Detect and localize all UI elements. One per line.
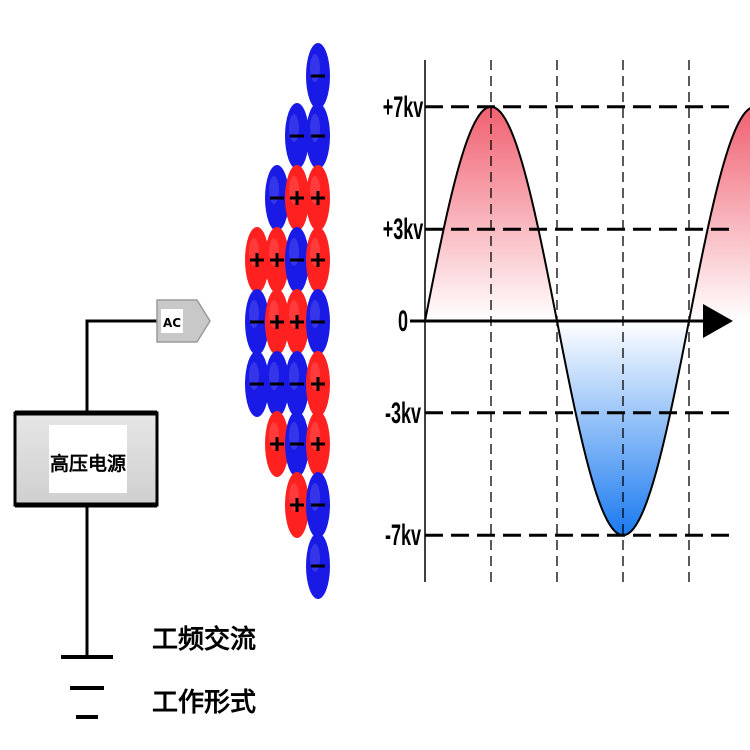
negative-charge xyxy=(285,227,309,293)
ac-tag: AC xyxy=(156,299,211,343)
arrow-right-icon xyxy=(703,304,733,338)
negative-charge xyxy=(265,351,289,417)
negative-charge xyxy=(265,165,289,231)
y-tick-label: -3kv xyxy=(385,397,421,430)
negative-charge xyxy=(306,103,330,169)
charge-particle-cloud xyxy=(245,43,330,599)
ground-symbol-icon xyxy=(61,655,113,719)
negative-charge xyxy=(306,533,330,599)
negative-charge xyxy=(285,351,309,417)
positive-charge xyxy=(306,411,330,477)
positive-charge xyxy=(306,227,330,293)
positive-charge xyxy=(285,165,309,231)
negative-charge xyxy=(285,411,309,477)
negative-charge xyxy=(245,351,269,417)
voltage-waveform-chart: +7kv +3kv 0 -3kv -7kv xyxy=(383,60,750,582)
y-tick-label: +7kv xyxy=(383,91,424,124)
positive-charge xyxy=(306,165,330,231)
negative-charge xyxy=(306,43,330,109)
positive-charge xyxy=(265,411,289,477)
power-source-box: 高压电源 xyxy=(13,410,159,508)
positive-charge xyxy=(306,351,330,417)
positive-charge xyxy=(265,289,289,355)
circuit: 高压电源 AC 工频交流 工作形式 xyxy=(13,299,256,719)
positive-charge xyxy=(285,472,309,538)
positive-charge xyxy=(245,227,269,293)
positive-half-fill-2 xyxy=(689,108,750,321)
circuit-wire-top xyxy=(85,319,162,413)
y-tick-labels: +7kv +3kv 0 -3kv -7kv xyxy=(383,91,424,552)
y-tick-label: 0 xyxy=(398,306,408,339)
positive-charge xyxy=(285,289,309,355)
caption-line2: 工作形式 xyxy=(152,688,256,718)
caption-line1: 工频交流 xyxy=(152,624,256,655)
negative-charge xyxy=(306,289,330,355)
sine-wave-line xyxy=(424,105,750,537)
ac-tag-label: AC xyxy=(163,316,181,330)
y-tick-label: +3kv xyxy=(383,214,424,247)
negative-charge xyxy=(245,289,269,355)
power-source-label: 高压电源 xyxy=(50,452,126,475)
positive-charge xyxy=(265,227,289,293)
negative-charge xyxy=(306,472,330,538)
negative-charge xyxy=(285,103,309,169)
y-tick-label: -7kv xyxy=(385,520,421,553)
